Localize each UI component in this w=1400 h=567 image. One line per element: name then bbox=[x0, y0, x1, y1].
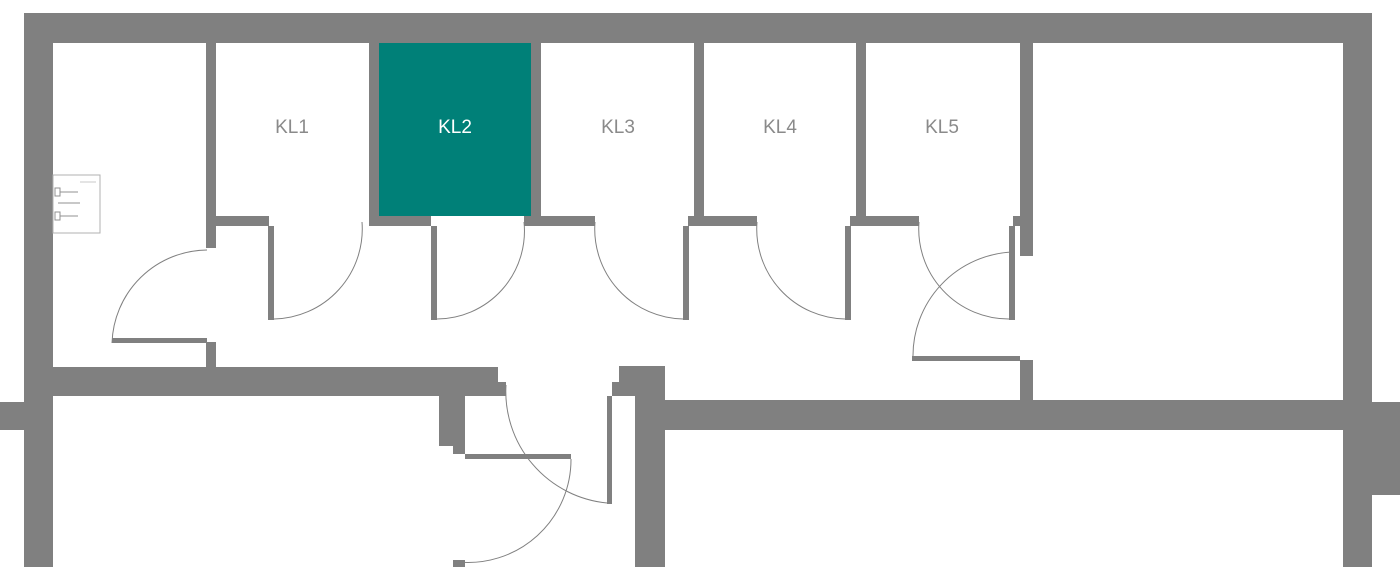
partition-wall bbox=[1020, 42, 1033, 256]
door-jamb bbox=[683, 226, 689, 320]
corridor-wall bbox=[453, 396, 465, 454]
corridor-wall bbox=[498, 382, 506, 396]
front-wall bbox=[688, 216, 757, 226]
partition-wall bbox=[856, 42, 866, 226]
door-leaf bbox=[112, 338, 207, 343]
corridor-wall bbox=[619, 366, 665, 396]
door-swing bbox=[505, 384, 608, 504]
door-swing bbox=[756, 221, 846, 320]
front-wall bbox=[216, 216, 269, 226]
room-label-kl3[interactable]: KL3 bbox=[601, 117, 635, 138]
door-swing bbox=[594, 221, 684, 320]
door-swing bbox=[918, 221, 1010, 320]
corridor-wall bbox=[665, 400, 1343, 430]
room-label-kl5[interactable]: KL5 bbox=[925, 117, 959, 138]
partition-wall bbox=[694, 42, 704, 226]
door-swing bbox=[273, 221, 363, 320]
door-leaf bbox=[912, 356, 1020, 361]
partition-wall bbox=[206, 42, 216, 248]
electrical-panel-icon bbox=[52, 174, 101, 234]
room-label-kl2[interactable]: KL2 bbox=[438, 117, 472, 138]
door-leaf bbox=[465, 454, 571, 459]
door-jamb bbox=[1009, 226, 1015, 320]
door-swing bbox=[457, 458, 572, 563]
wall-stub-left bbox=[0, 402, 26, 430]
room-label-kl1[interactable]: KL1 bbox=[275, 117, 309, 138]
partition-wall bbox=[206, 342, 216, 368]
partition-wall bbox=[1020, 360, 1033, 402]
corridor-wall bbox=[53, 367, 498, 396]
door-swing bbox=[111, 249, 208, 344]
door-jamb bbox=[845, 226, 851, 320]
partition-wall bbox=[531, 42, 541, 226]
corridor-wall bbox=[453, 560, 465, 567]
corridor-wall bbox=[635, 396, 665, 567]
outer-wall-right bbox=[1343, 13, 1372, 567]
partition-wall bbox=[369, 42, 379, 226]
door-swing bbox=[436, 221, 525, 320]
door-jamb bbox=[268, 226, 274, 320]
outer-wall-left bbox=[24, 13, 53, 567]
door-swing bbox=[912, 251, 1014, 359]
front-wall bbox=[369, 216, 431, 226]
corridor-wall bbox=[612, 382, 619, 396]
room-fill-kl2[interactable] bbox=[379, 42, 531, 216]
room-label-kl4[interactable]: KL4 bbox=[763, 117, 797, 138]
front-wall bbox=[1013, 216, 1021, 226]
front-wall bbox=[524, 216, 595, 226]
corridor-wall bbox=[439, 396, 453, 446]
door-jamb bbox=[431, 226, 437, 320]
door-jamb bbox=[607, 396, 612, 504]
wall-stub-right bbox=[1370, 402, 1400, 495]
front-wall bbox=[850, 216, 919, 226]
outer-wall-top bbox=[24, 13, 1372, 43]
